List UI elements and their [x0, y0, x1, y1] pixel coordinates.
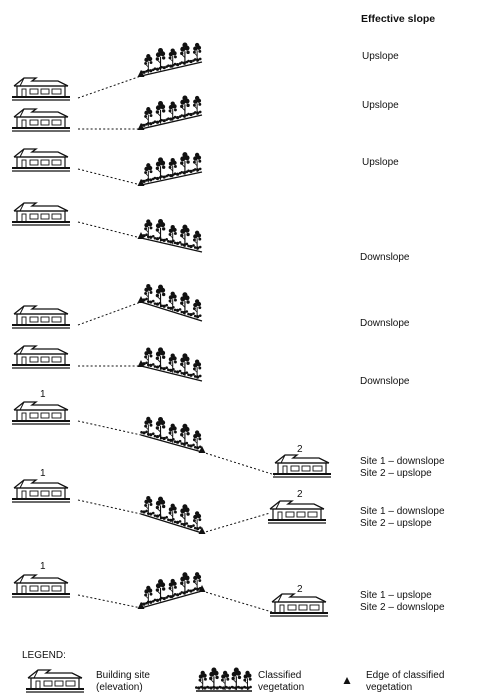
- legend-building-icon: [25, 669, 85, 693]
- row-4-slope-label: Downslope: [360, 252, 410, 263]
- row-7-site-2-number: 2: [297, 444, 303, 455]
- row-9-vegetation-edge-high: [198, 585, 206, 592]
- legend-title: LEGEND:: [22, 650, 66, 661]
- row-6-vegetation: [140, 346, 203, 382]
- row-9-ground-line-right: [201, 590, 273, 613]
- row-8-ground-line-left: [77, 499, 142, 515]
- row-7-site-1-number: 1: [40, 389, 46, 400]
- row-4-vegetation: [140, 218, 203, 253]
- row-9-site1-label: Site 1 – upslope: [360, 590, 432, 601]
- row-1-vegetation-edge: [137, 70, 145, 77]
- legend-building-line-2: (elevation): [96, 682, 143, 693]
- legend-vegetation-line-1: Classified: [258, 670, 302, 681]
- row-7-ground-line-left: [77, 420, 142, 436]
- row-7-building-site-1: [11, 401, 71, 425]
- row-9-building-site-1: [11, 574, 71, 598]
- legend-vegetation-icon: [195, 666, 253, 692]
- row-7-vegetation: [140, 416, 203, 453]
- row-9-site-1-number: 1: [40, 561, 46, 572]
- row-2-building-site: [11, 108, 71, 132]
- legend-vegetation-line-2: vegetation: [258, 682, 305, 693]
- row-9-site2-label: Site 2 – downslope: [360, 602, 445, 613]
- row-1-ground-line: [77, 75, 142, 99]
- row-7-site2-label: Site 2 – upslope: [360, 468, 432, 479]
- row-3-slope-label: Upslope: [362, 157, 399, 168]
- row-4-ground-line: [77, 221, 142, 239]
- row-5-building-site: [11, 305, 71, 329]
- row-7-vegetation-edge: [198, 446, 206, 453]
- row-5-vegetation: [140, 283, 203, 322]
- row-2-vegetation: [140, 94, 203, 130]
- row-3-vegetation-edge: [137, 179, 145, 186]
- row-4-building-site: [11, 202, 71, 226]
- row-9-ground-line-left: [77, 594, 142, 609]
- row-8-site-1-number: 1: [40, 468, 46, 479]
- row-5-slope-label: Downslope: [360, 318, 410, 329]
- effective-slope-header: Effective slope: [361, 13, 436, 25]
- row-8-building-site-1: [11, 479, 71, 503]
- row-2-slope-label: Upslope: [362, 100, 399, 111]
- row-3-vegetation: [140, 151, 203, 186]
- row-8-site-2-number: 2: [297, 489, 303, 500]
- row-7-ground-line-right: [201, 451, 276, 476]
- row-7-building-site-2: [272, 454, 332, 478]
- row-9-vegetation-edge-low: [137, 602, 145, 609]
- row-8-vegetation: [140, 495, 203, 534]
- row-9-vegetation: [140, 571, 203, 609]
- row-7-site1-label: Site 1 – downslope: [360, 456, 445, 467]
- row-6-vegetation-edge: [137, 360, 145, 367]
- row-9-building-site-2: [269, 593, 329, 617]
- row-3-building-site: [11, 148, 71, 172]
- row-3-ground-line: [77, 168, 142, 186]
- row-6-slope-label: Downslope: [360, 376, 410, 387]
- legend-edge-line-1: Edge of classified: [366, 670, 445, 681]
- row-2-vegetation-edge: [137, 123, 145, 130]
- row-8-building-site-2: [267, 500, 327, 524]
- row-5-vegetation-edge: [137, 296, 145, 303]
- row-8-ground-line-right: [201, 512, 271, 534]
- legend-building-line-1: Building site: [96, 670, 150, 681]
- row-1-vegetation: [140, 41, 203, 77]
- row-9-site-2-number: 2: [297, 584, 303, 595]
- legend-edge-line-2: vegetation: [366, 682, 413, 693]
- row-8-site2-label: Site 2 – upslope: [360, 518, 432, 529]
- row-5-ground-line: [77, 301, 142, 326]
- row-8-site1-label: Site 1 – downslope: [360, 506, 445, 517]
- row-4-vegetation-edge: [137, 232, 145, 239]
- row-1-building-site: [11, 77, 71, 101]
- row-6-building-site: [11, 345, 71, 369]
- legend-edge-icon: [343, 677, 351, 684]
- row-1-slope-label: Upslope: [362, 51, 399, 62]
